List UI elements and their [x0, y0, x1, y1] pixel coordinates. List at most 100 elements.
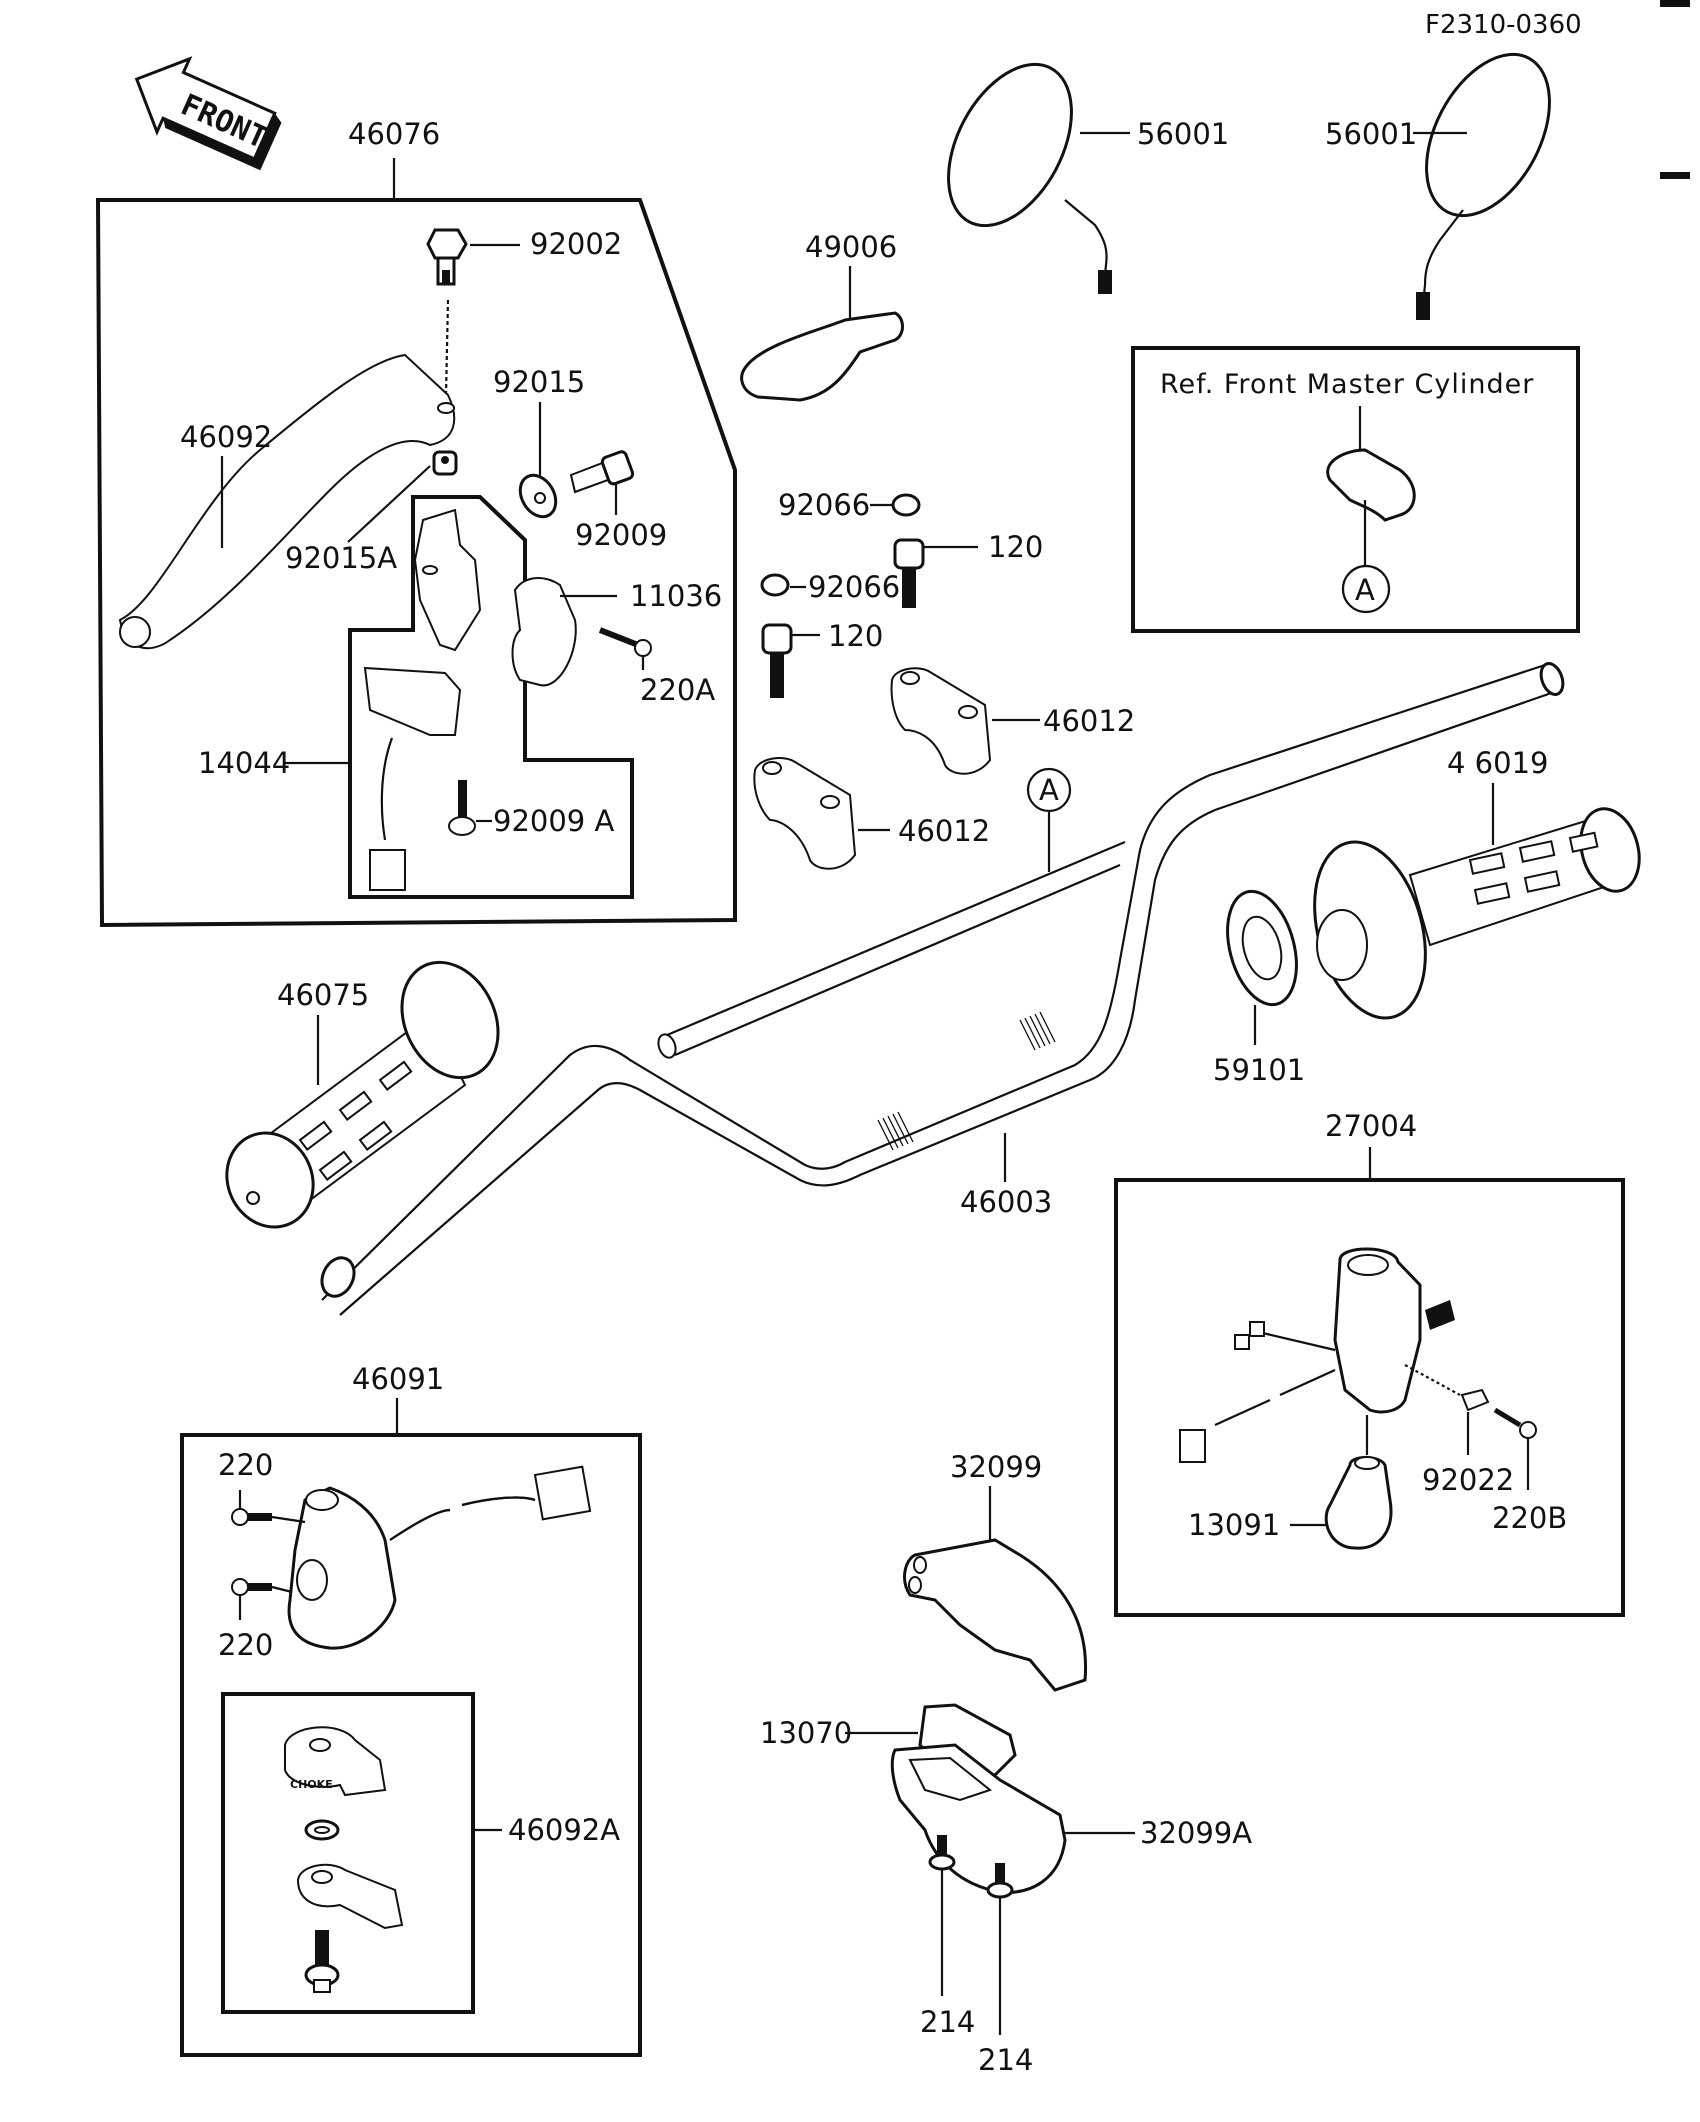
bolt-120-top: 120 [893, 530, 1043, 608]
left-switch-group: 46091 220 220 46092A C [180, 1362, 642, 2057]
callout-32099: 32099 [950, 1450, 1042, 1484]
holder-46012-upper: 46012 [890, 667, 1135, 775]
holder-46012-lower: 46012 [753, 757, 990, 870]
callout-214-right: 214 [978, 2043, 1033, 2077]
callout-220a: 220A [640, 673, 715, 707]
screw-220b [1519, 1421, 1537, 1439]
callout-46003: 46003 [960, 1185, 1052, 1219]
callout-120-top: 120 [988, 530, 1043, 564]
screw-92009a [458, 780, 467, 820]
callout-32099a: 32099A [1140, 1816, 1252, 1850]
diagram-code: F2310-0360 [1425, 10, 1582, 40]
knurl-right [1019, 1011, 1056, 1051]
callout-92009: 92009 [575, 518, 667, 552]
callout-56001-right: 56001 [1325, 117, 1417, 151]
throttle-collar-59101: 59101 [1213, 889, 1305, 1087]
clip-icon [1326, 448, 1416, 522]
callout-46092: 46092 [180, 420, 272, 454]
handlebar-right-end [1539, 662, 1565, 696]
crossbar-upper [659, 840, 1126, 1040]
switch-housing-lower-32099a: 32099A [890, 1743, 1252, 1894]
callout-11036: 11036 [630, 579, 722, 613]
bolt-92002 [426, 228, 468, 286]
edge-mark-middle [1660, 172, 1690, 179]
callout-214-left: 214 [920, 2005, 975, 2039]
callout-220b: 220B [1492, 1501, 1567, 1535]
handlebar-outline-upper [321, 663, 1546, 1301]
callout-46076: 46076 [348, 117, 440, 151]
grip-pattern-left [298, 1060, 413, 1181]
right-switch-group: 27004 13091 92022 220B [1114, 1109, 1625, 1617]
handlebar-left-end [320, 1256, 356, 1298]
connector-46091 [533, 1465, 592, 1521]
leader-92015a [347, 465, 431, 543]
callout-46012-lower: 46012 [898, 814, 990, 848]
callout-92066-bottom: 92066 [808, 570, 900, 604]
crossbar-lower [674, 863, 1121, 1057]
screw-220-bottom [231, 1578, 293, 1620]
callout-46092a: 46092A [508, 1813, 620, 1847]
callout-13070: 13070 [760, 1716, 852, 1750]
lever-assembly-box [95, 198, 737, 928]
clamp-13091 [1324, 1456, 1393, 1550]
callout-92002: 92002 [530, 227, 622, 261]
callout-46075: 46075 [277, 978, 369, 1012]
left-switch-box [180, 1433, 642, 2057]
choke-bolt [315, 1930, 329, 1970]
brake-switch-box [348, 495, 634, 899]
callout-92015: 92015 [493, 365, 585, 399]
reference-box: Ref. Front Master Cylinder A [1131, 346, 1580, 633]
switch-housing-27004 [1333, 1247, 1422, 1414]
callout-120-bottom: 120 [828, 619, 883, 653]
screw-214-right: 214 [978, 1863, 1033, 2077]
reference-marker: A [1355, 573, 1375, 607]
callout-92015a: 92015A [285, 541, 397, 575]
lever-bracket [413, 508, 482, 652]
cap-92066-top: 92066 [778, 488, 921, 522]
bolt-120-bottom: 120 [761, 619, 883, 698]
callout-92009a: 92009 A [493, 804, 614, 838]
callout-46012-upper: 46012 [1043, 704, 1135, 738]
screw-220-top [231, 1490, 306, 1526]
lever-assembly-group: 46076 92002 46092 92015A 92015 [95, 117, 737, 928]
grip-right-46019: 4 6019 [1313, 746, 1641, 1020]
reference-box-title: Ref. Front Master Cylinder [1160, 369, 1534, 400]
callout-13091: 13091 [1188, 1508, 1280, 1542]
cap-92066-bottom: 92066 [760, 570, 900, 604]
callout-220-top: 220 [218, 1448, 273, 1482]
handlebar-outline-lower [339, 688, 1561, 1316]
handlebar-marker: A [1039, 773, 1059, 807]
callout-49006: 49006 [805, 230, 897, 264]
callout-27004: 27004 [1325, 1109, 1417, 1143]
lever-cover-49006: 49006 [740, 230, 904, 402]
bolt-220a [634, 639, 652, 657]
callout-59101: 59101 [1213, 1053, 1305, 1087]
grip-pattern-right [1468, 831, 1599, 905]
screw-214-left: 214 [920, 1835, 975, 2039]
handlebar-46003: A 46003 [320, 662, 1565, 1316]
mirror-left-56001: 56001 [947, 62, 1229, 294]
callout-220-bottom: 220 [218, 1628, 273, 1662]
callout-56001-left: 56001 [1137, 117, 1229, 151]
callout-14044: 14044 [198, 746, 290, 780]
callout-92066-top: 92066 [778, 488, 870, 522]
knurl-left [877, 1111, 914, 1151]
choke-lever-box [221, 1692, 475, 2014]
front-arrow-icon: FRONT [134, 56, 282, 171]
switch-housing-upper-32099: 32099 [903, 1450, 1088, 1692]
switch-housing-46091 [287, 1486, 397, 1650]
callout-46019: 4 6019 [1447, 746, 1548, 780]
mirror-right-56001: 56001 [1325, 52, 1551, 320]
callout-46091: 46091 [352, 1362, 444, 1396]
brake-lever-46092 [118, 353, 456, 650]
choke-marking: CHOKE [290, 1778, 333, 1791]
reference-marker-circle [1341, 564, 1391, 614]
edge-mark-top [1660, 0, 1690, 7]
right-switch-box [1114, 1178, 1625, 1617]
clamp-11036 [511, 577, 577, 687]
plate-92022 [1460, 1388, 1490, 1412]
brake-light-switch-14044 [363, 666, 462, 736]
callout-92022: 92022 [1422, 1463, 1514, 1497]
screw-92009 [569, 450, 635, 494]
